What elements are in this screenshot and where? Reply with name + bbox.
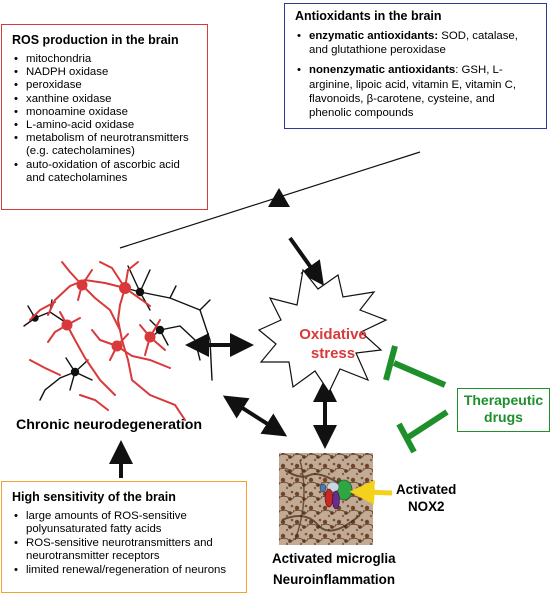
activated-nox2-label-line1: Activated [396,482,457,497]
list-item: peroxidase [14,79,199,92]
nonenzymatic-label: nonenzymatic antioxidants [309,64,456,77]
chronic-neurodegeneration-label: Chronic neurodegeneration [16,417,203,433]
arrow-to-oxidative-stress [288,236,324,286]
sensitivity-box-title: High sensitivity of the brain [12,490,176,504]
list-item: ROS-sensitive neurotransmitters and neur… [14,537,240,564]
inhibition-symbol-lower [396,409,449,454]
neuroinflammation-label: Neuroinflammation [273,572,396,587]
ros-list: mitochondria NADPH oxidase peroxidase xa… [12,53,199,185]
activated-nox2-label-line2: NOX2 [408,499,445,514]
antioxidants-list: enzymatic antioxidants: SOD, catalase, a… [295,29,540,120]
double-arrow-neuro-microglia [222,395,288,437]
list-item: NADPH oxidase [14,66,199,79]
activated-microglia-label: Activated microglia [272,551,396,566]
nonenzymatic-text: : GSH, L-arginine, lipoic acid, vitamin … [309,64,517,120]
brain-sensitivity-box: High sensitivity of the brain large amou… [1,481,247,593]
oxidative-stress-starburst [257,268,388,394]
list-item: monoamine oxidase [14,106,199,119]
list-item: nonenzymatic antioxidants: GSH, L-argini… [297,63,540,120]
antioxidants-box: Antioxidants in the brain enzymatic anti… [284,3,547,129]
fulcrum-triangle [268,188,290,207]
list-item: metabolism of neurotransmitters (e.g. ca… [14,132,199,158]
ros-box-title: ROS production in the brain [12,33,179,47]
nox2-pointer-arrow [349,479,393,505]
enzymatic-text: SOD, catalase, and glutathione peroxidas… [309,30,518,57]
therapeutic-label-line2: drugs [484,409,523,425]
antioxidants-box-title: Antioxidants in the brain [295,9,442,23]
inhibition-symbol-upper [383,345,447,388]
oxidative-stress-label-line2: stress [310,345,356,362]
list-item: mitochondria [14,53,199,66]
therapeutic-drugs-box: Therapeutic drugs [457,388,550,432]
list-item: xanthine oxidase [14,93,199,106]
list-item: limited renewal/regeneration of neurons [14,564,240,578]
list-item: enzymatic antioxidants: SOD, catalase, a… [297,29,540,57]
balance-beam [119,151,421,249]
list-item: L-amino-acid oxidase [14,119,199,132]
therapeutic-label-line1: Therapeutic [463,392,544,408]
neuron-network-illustration [23,261,213,421]
list-item: auto-oxidation of ascorbic acid and cate… [14,159,199,185]
list-item: large amounts of ROS-sensitive polyunsat… [14,510,240,537]
oxidative-stress-label-line1: Oxidative [299,326,367,343]
ros-production-box: ROS production in the brain mitochondria… [1,24,208,210]
sensitivity-list: large amounts of ROS-sensitive polyunsat… [12,510,240,577]
enzymatic-label: enzymatic antioxidants: [309,30,439,42]
